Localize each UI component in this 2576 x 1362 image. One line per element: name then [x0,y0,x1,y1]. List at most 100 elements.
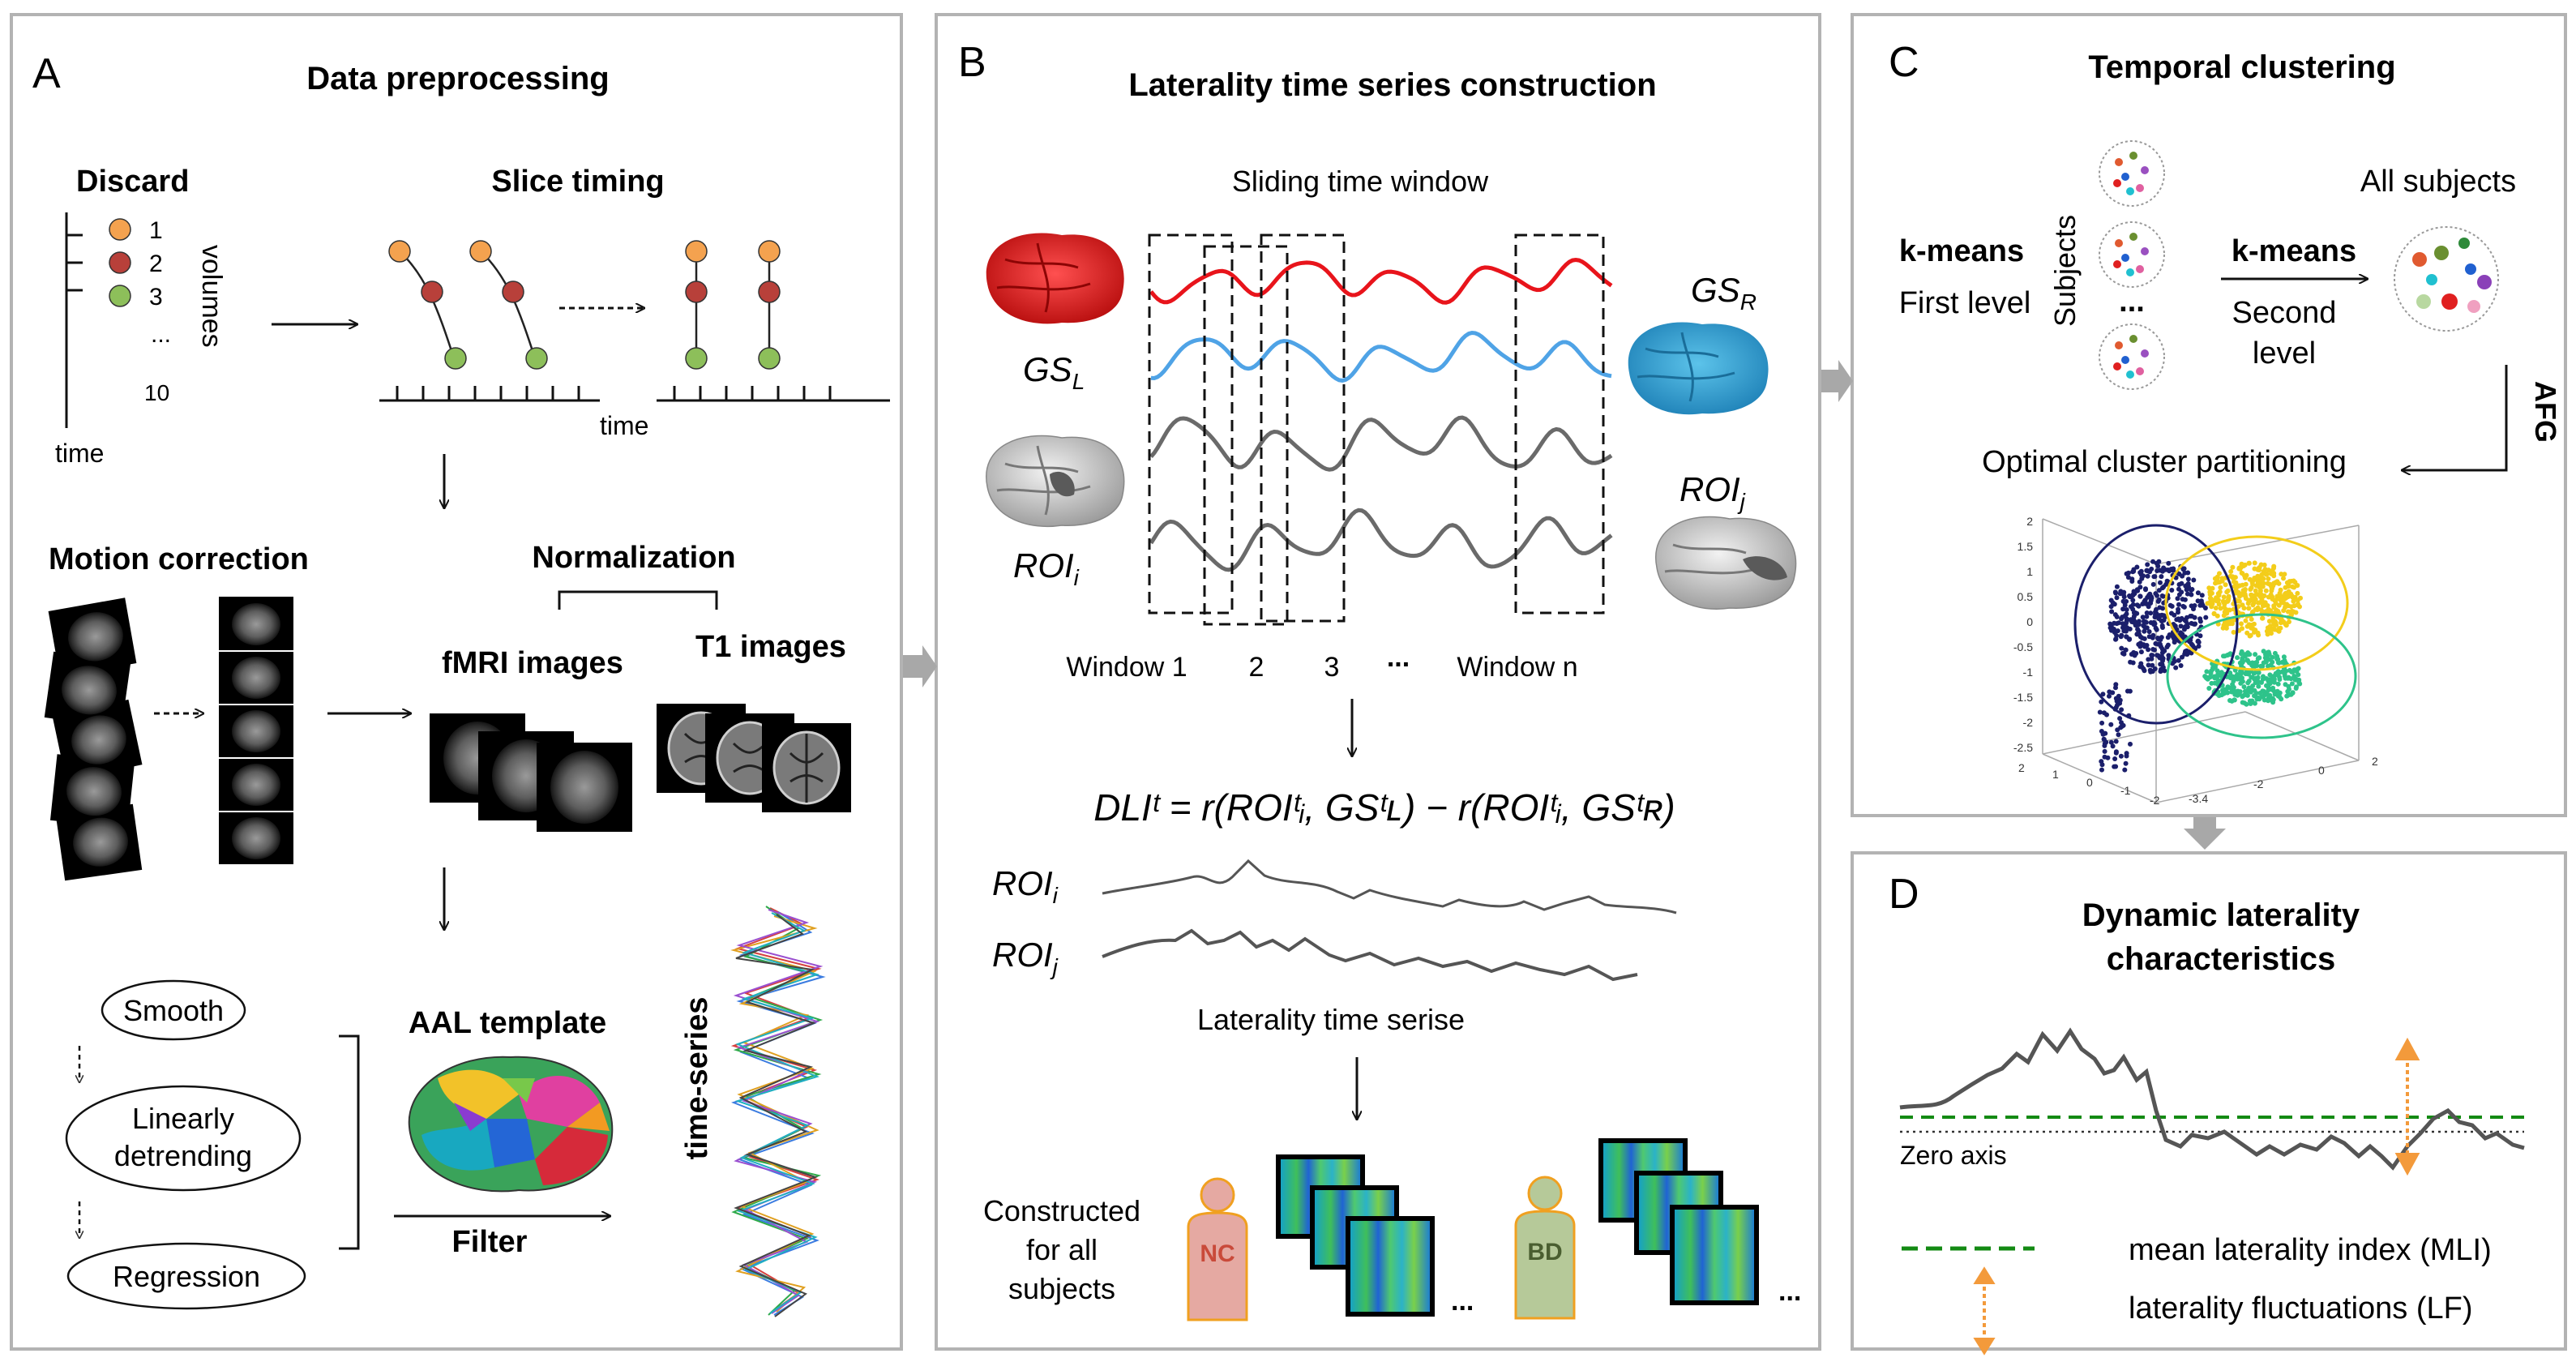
cluster-point [2214,613,2220,619]
cluster-point [2176,582,2182,587]
volume-num-2: 2 [149,251,163,277]
cluster-point [2271,565,2276,571]
kmeans-second: k-means [2232,234,2356,268]
legend-mli-label: mean laterality index (MLI) [2129,1233,2492,1267]
cluster-point [2107,621,2113,627]
cluster-point [2296,677,2302,683]
cluster-point [2160,568,2165,574]
cluster-point [2176,592,2182,597]
slice-ticks-2 [673,386,832,400]
cluster-point [2263,653,2269,659]
cluster-point [2113,739,2119,744]
cluster-point [2182,624,2188,630]
slice-time-label: time [600,411,648,440]
cluster-point [2275,627,2281,633]
scatter-y-tick: -2 [2023,716,2034,729]
cluster-point [2155,636,2160,640]
cluster-point [2261,649,2266,654]
cluster-point [2258,663,2264,669]
cluster-point [2284,590,2290,596]
cluster-point [2130,597,2136,603]
cluster-point [2274,657,2280,662]
detrending-label-2: detrending [114,1139,252,1172]
cluster-point [2122,767,2128,773]
cluster-point [2252,560,2257,566]
cluster-point [2281,576,2286,581]
scatter-y-tick: -1.5 [2013,691,2033,704]
cluster-point [2268,627,2274,633]
cluster-point [2270,596,2275,602]
cluster-point [2188,614,2193,619]
cluster-point [2169,610,2174,616]
gsl-signal [1149,257,1613,305]
cluster-point [2230,564,2236,570]
cluster-point [2153,611,2158,617]
cluster-point [2247,633,2253,639]
brain-left-red [986,233,1124,324]
fmri-images [430,713,632,832]
cluster-point [2274,607,2279,613]
cluster-point [2286,603,2291,609]
scatter-x-tick: 2 [2018,761,2025,774]
cluster-point [2276,602,2282,608]
cluster-point [2208,596,2214,602]
scatter-y-tick: 2 [2026,515,2033,528]
cluster-green-ellipse [2166,613,2357,739]
roij-label: ROIj [1680,470,1746,514]
cluster-point [2238,677,2244,683]
cluster-point [2145,562,2150,568]
cluster-point [2202,606,2208,610]
cluster-point [2268,571,2274,576]
cluster-point [2114,584,2120,589]
cluster-point [2253,652,2258,657]
roi-i-signal [1149,415,1613,472]
cluster-point [2183,619,2189,624]
scatter-x-tick: 0 [2318,764,2325,777]
cluster-point [2131,649,2137,655]
cluster-point [2185,576,2191,582]
cluster-point [2177,632,2183,637]
roi-j-laterality-series [1102,928,1638,982]
cluster-point [2206,686,2212,691]
cluster-point [2182,651,2188,657]
cluster-point [2116,732,2121,738]
cluster-point [2278,587,2283,593]
volume-num-3: 3 [149,284,163,311]
cluster-point [2136,641,2142,647]
volumes-label: volumes [196,245,227,348]
slice-dot [444,347,467,370]
cluster-point [2274,579,2280,585]
cluster-point [2140,615,2146,620]
cluster-point [2238,680,2244,686]
cluster-point [2104,712,2109,717]
cluster-point [2296,672,2301,678]
subject-cluster-1 [2099,140,2165,207]
cluster-point [2250,683,2256,688]
afg-arrow [2403,365,2508,470]
cluster-point [2274,597,2279,602]
cluster-point [2189,592,2194,597]
cluster-point [2248,701,2253,706]
cluster-point [2137,593,2143,599]
cluster-point [2248,587,2253,592]
slice-dot [502,281,524,303]
cluster-point [2275,693,2281,699]
slice-dot [758,240,781,263]
cluster-point [2120,615,2125,620]
cluster-point [2118,753,2124,759]
cluster-point [2235,692,2240,698]
cluster-point [2120,621,2125,627]
cluster-point [2159,646,2165,652]
cluster-point [2143,586,2148,592]
cluster-point [2191,577,2197,583]
cluster-point [2249,593,2255,598]
cluster-point [2152,574,2158,580]
window-label-2: 2 [1249,652,1264,683]
cluster-point [2110,627,2115,632]
cluster-point [2283,660,2288,666]
cluster-point [2180,603,2186,609]
cluster-point [2124,753,2129,759]
cluster-point [2253,583,2259,589]
bd-person-icon [1514,1176,1576,1320]
cluster-point [2177,618,2183,623]
